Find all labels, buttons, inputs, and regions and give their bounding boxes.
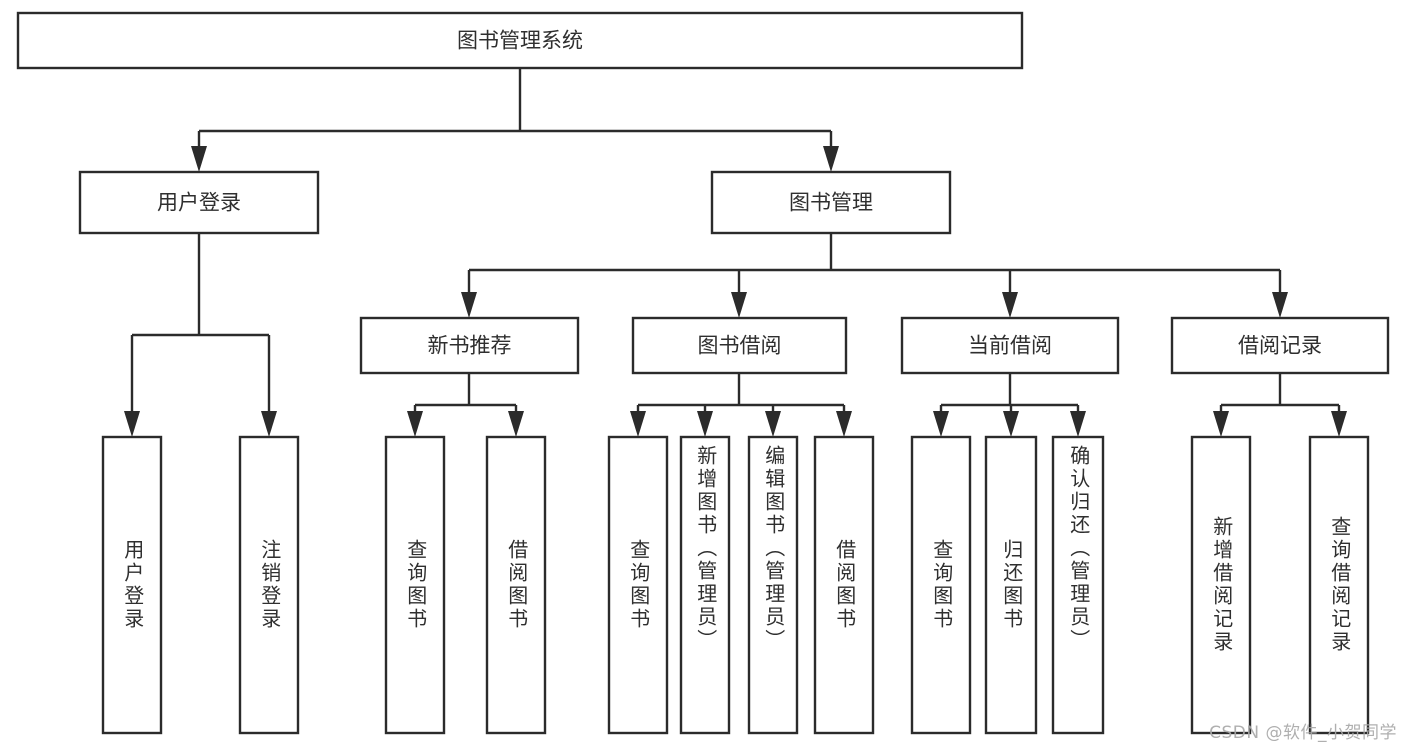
node-leaf-box[interactable] xyxy=(1308,435,1370,735)
arrow-down-icon xyxy=(1002,292,1018,318)
node-leaf-box[interactable] xyxy=(384,435,446,735)
node-level2-label: 图书管理 xyxy=(789,191,873,215)
arrow-down-icon xyxy=(731,292,747,318)
arrow-down-icon xyxy=(823,146,839,172)
node-leaf-box[interactable] xyxy=(747,435,799,735)
node-level3-label: 图书借阅 xyxy=(698,334,782,358)
node-leaf-box[interactable] xyxy=(238,435,300,735)
node-level3-box[interactable] xyxy=(1170,316,1390,375)
node-leaf-box[interactable] xyxy=(679,435,731,735)
arrow-down-icon xyxy=(1070,411,1086,437)
arrow-down-icon xyxy=(933,411,949,437)
node-leaf-box[interactable] xyxy=(984,435,1038,735)
node-leaf-box[interactable] xyxy=(607,435,669,735)
node-root-label: 图书管理系统 xyxy=(457,29,583,53)
node-level3-label: 当前借阅 xyxy=(968,334,1052,358)
node-level3-box[interactable] xyxy=(359,316,580,375)
arrow-down-icon xyxy=(765,411,781,437)
arrow-down-icon xyxy=(1331,411,1347,437)
arrow-down-icon xyxy=(1003,411,1019,437)
arrow-down-icon xyxy=(630,411,646,437)
node-level3-box[interactable] xyxy=(631,316,848,375)
arrow-down-icon xyxy=(261,411,277,437)
node-leaf-box[interactable] xyxy=(1051,435,1105,735)
connectors-group xyxy=(124,68,1347,437)
arrow-down-icon xyxy=(508,411,524,437)
node-leaf-box[interactable] xyxy=(813,435,875,735)
watermark-text: CSDN @软件_小贺同学 xyxy=(1209,723,1397,743)
arrow-down-icon xyxy=(836,411,852,437)
node-level3-label: 新书推荐 xyxy=(428,334,512,358)
arrow-down-icon xyxy=(461,292,477,318)
node-level2-box[interactable] xyxy=(78,170,320,235)
arrow-down-icon xyxy=(124,411,140,437)
arrow-down-icon xyxy=(407,411,423,437)
arrow-down-icon xyxy=(191,146,207,172)
arrow-down-icon xyxy=(1213,411,1229,437)
node-leaf-box[interactable] xyxy=(101,435,163,735)
node-level2-box[interactable] xyxy=(710,170,952,235)
node-level3-box[interactable] xyxy=(900,316,1120,375)
node-leaf-box[interactable] xyxy=(485,435,547,735)
node-leaf-box[interactable] xyxy=(910,435,972,735)
node-level2-label: 用户登录 xyxy=(157,191,241,215)
node-level3-label: 借阅记录 xyxy=(1238,334,1322,358)
node-root-box[interactable] xyxy=(16,11,1024,70)
arrow-down-icon xyxy=(697,411,713,437)
node-leaf-box[interactable] xyxy=(1190,435,1252,735)
arrow-down-icon xyxy=(1272,292,1288,318)
